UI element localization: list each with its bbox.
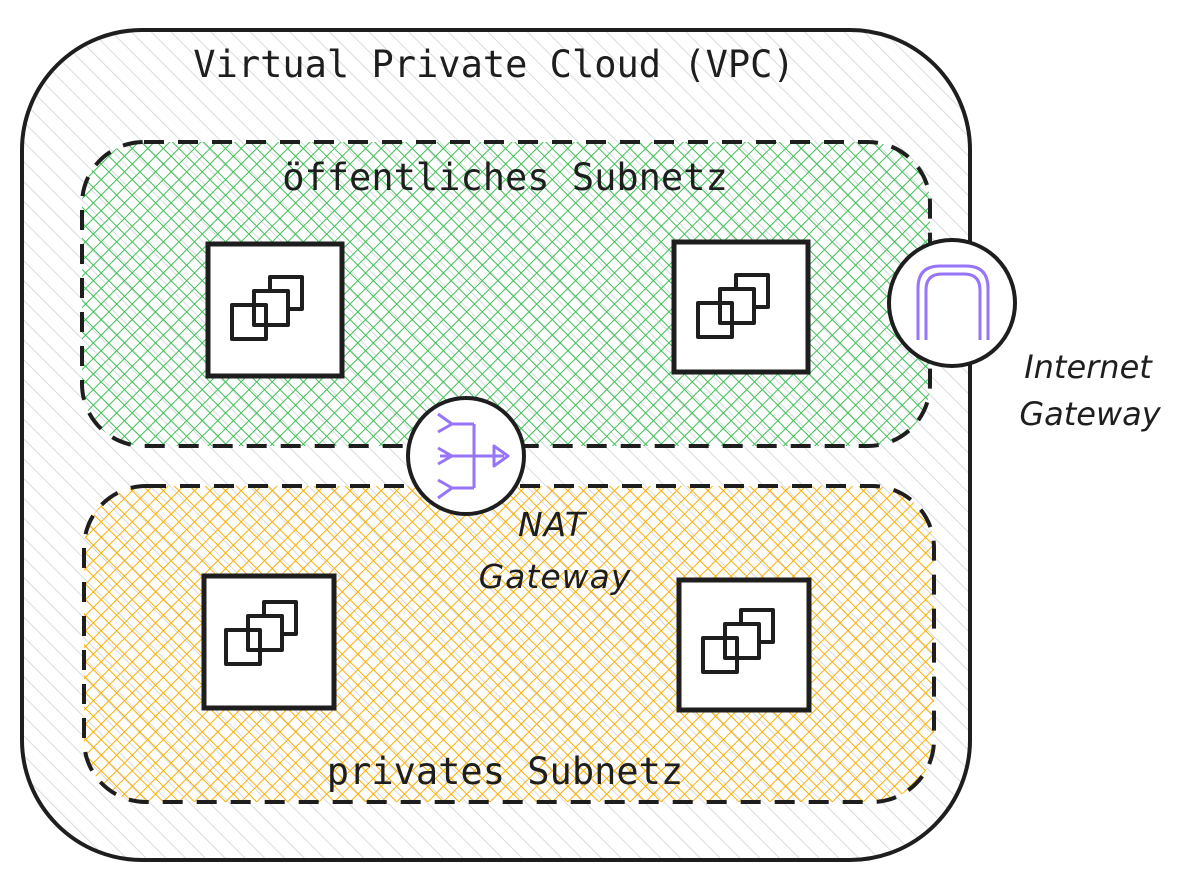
nat-gateway-icon [437, 412, 510, 500]
private-subnet-label: privates Subnetz [327, 750, 683, 793]
nat-gateway[interactable]: NAT Gateway [406, 396, 632, 596]
internet-gateway-label-line1: Internet [1024, 348, 1153, 386]
private-subnet: privates Subnetz [82, 484, 936, 804]
internet-gateway-label-line2: Gateway [1019, 395, 1161, 433]
instance-public-left[interactable] [205, 241, 345, 379]
public-subnet-label: öffentliches Subnetz [282, 156, 728, 199]
instance-private-right[interactable] [676, 577, 812, 713]
internet-gateway-icon [916, 264, 990, 340]
nat-gateway-label-line2: Gateway [479, 557, 632, 596]
vpc-title: Virtual Private Cloud (VPC) [193, 43, 794, 86]
nat-gateway-label-line1: NAT [518, 505, 588, 544]
internet-gateway[interactable]: Internet Gateway [887, 238, 1162, 433]
instance-private-left[interactable] [201, 573, 337, 711]
public-subnet: öffentliches Subnetz [80, 140, 932, 448]
instance-public-right[interactable] [671, 239, 811, 375]
